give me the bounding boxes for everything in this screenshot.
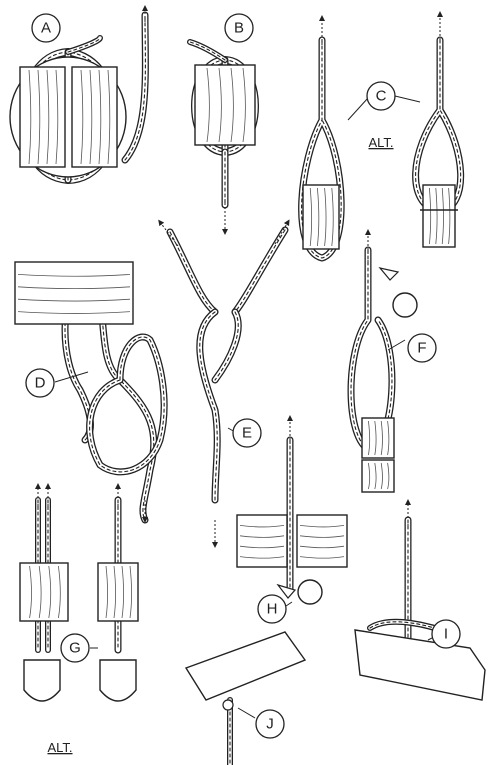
label-b: B (234, 20, 244, 37)
label-f: F (417, 340, 426, 357)
label-g: G (69, 640, 81, 657)
block-c2 (422, 184, 456, 248)
hook-g2 (99, 659, 137, 702)
label-i: I (444, 626, 448, 643)
plank-j (184, 631, 307, 701)
rope-e-left (166, 228, 219, 316)
rope-e-down (196, 308, 221, 504)
rope-e-cross (211, 308, 242, 384)
callout-i: I (431, 619, 461, 649)
callout-d: D (25, 368, 55, 398)
rope-a-pull (121, 11, 149, 164)
block-c1 (302, 184, 340, 250)
callout-g: G (60, 633, 90, 663)
leader-f (387, 339, 406, 351)
hook-g1 (23, 659, 61, 702)
rope-d-loop (86, 333, 168, 476)
label-a: A (41, 20, 51, 37)
callout-a: A (31, 13, 61, 43)
block-b (194, 64, 256, 146)
arrow-e-left (158, 219, 179, 247)
shackle-f (392, 292, 418, 318)
label-c: C (376, 88, 387, 105)
rope-b-tail (187, 39, 228, 63)
alt-note-g: ALT. (47, 740, 72, 755)
leader-d (54, 371, 89, 383)
block-g1 (19, 562, 69, 622)
log-a-half-left (19, 66, 66, 168)
label-e: E (242, 425, 252, 442)
rope-e-right (231, 226, 289, 316)
rope-a-tail (65, 35, 103, 55)
block-f-top (361, 417, 395, 459)
log-a-half-right (71, 66, 118, 168)
leader-j (237, 707, 256, 719)
block-h-left (236, 514, 288, 568)
label-h: H (267, 601, 278, 618)
callout-c: C (366, 81, 396, 111)
clip-h (276, 583, 297, 599)
leader-i (427, 637, 433, 641)
block-h-right (296, 514, 348, 568)
block-f-bottom (361, 459, 395, 493)
label-j: J (266, 716, 274, 733)
block-g2 (97, 562, 139, 622)
clip-f (378, 267, 400, 281)
shackle-h (297, 579, 323, 605)
label-d: D (35, 375, 46, 392)
callout-f: F (407, 333, 437, 363)
leader-h (285, 601, 293, 607)
alt-note-c: ALT. (368, 135, 393, 150)
leader-c-right (394, 95, 421, 103)
eye-j (222, 699, 234, 711)
leader-c-left (347, 97, 369, 121)
slab-i (354, 629, 486, 701)
callout-h: H (257, 594, 287, 624)
rope-c1 (298, 36, 345, 262)
callout-j: J (255, 709, 285, 739)
callout-b: B (224, 13, 254, 43)
arrow-e-right (274, 219, 290, 245)
plank-d (14, 261, 134, 325)
callout-e: E (232, 418, 262, 448)
